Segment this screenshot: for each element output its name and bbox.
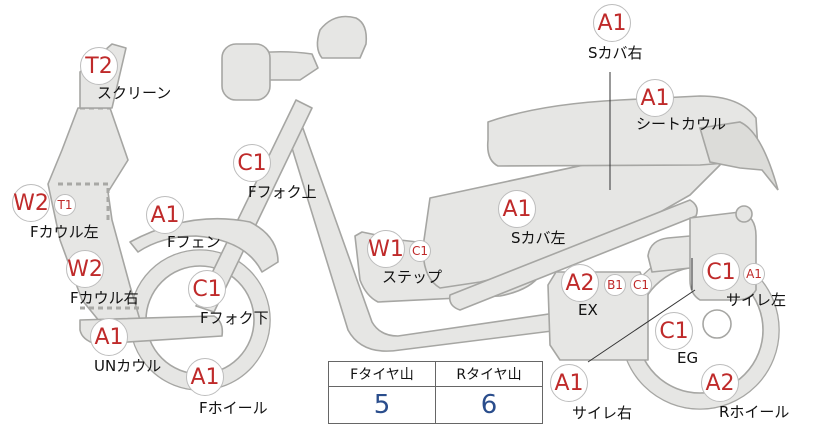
- badge-eg-c1: C1: [655, 312, 693, 350]
- badge-ex-c1: C1: [630, 274, 652, 296]
- badge-screen-t2: T2: [80, 47, 118, 85]
- label-s-cover-left: Sカバ左: [511, 229, 566, 247]
- badge-f-cowl-left-w2: W2: [12, 184, 50, 222]
- cowl-seam-mid: [58, 182, 110, 220]
- label-step: ステップ: [382, 268, 443, 286]
- label-un-cowl: UNカウル: [94, 357, 162, 375]
- badge-r-wheel-a2: A2: [701, 364, 739, 402]
- label-f-fender: Fフェン: [167, 233, 221, 251]
- badge-f-wheel-a1: A1: [186, 358, 224, 396]
- tire-tread-table: Fタイヤ山 Rタイヤ山 5 6: [328, 361, 543, 424]
- label-eg: EG: [677, 349, 699, 367]
- label-screen: スクリーン: [97, 84, 172, 102]
- label-f-wheel: Fホイール: [199, 399, 268, 417]
- rear-tread-value: 6: [435, 386, 543, 424]
- label-s-cover-right: Sカバ右: [588, 44, 643, 62]
- mirror: [316, 15, 368, 59]
- badge-f-fender-a1: A1: [146, 196, 184, 234]
- label-silencer-left: サイレ左: [726, 291, 787, 309]
- label-silencer-right: サイレ右: [572, 404, 633, 422]
- label-seat-cowl: シートカウル: [636, 115, 727, 133]
- headlight: [221, 43, 271, 101]
- badge-silencer-left-c1: C1: [702, 253, 740, 291]
- badge-step-w1: W1: [367, 230, 405, 268]
- label-ex: EX: [578, 301, 598, 319]
- badge-ex-a2: A2: [561, 264, 599, 302]
- label-r-wheel: Rホイール: [719, 403, 790, 421]
- rear-hub: [702, 309, 732, 339]
- badge-silencer-right-a1: A1: [550, 364, 588, 402]
- silencer-end: [735, 205, 753, 223]
- seat: [486, 95, 759, 167]
- badge-f-fork-lower-c1: C1: [188, 270, 226, 308]
- badge-silencer-left-a1: A1: [743, 263, 765, 285]
- leader-silencer-right: [587, 289, 696, 363]
- badge-un-cowl-a1: A1: [90, 318, 128, 356]
- label-f-cowl-right: Fカウル右: [70, 289, 139, 307]
- label-f-fork-lower: Fフォク下: [200, 309, 269, 327]
- badge-s-cover-right-a1: A1: [593, 4, 631, 42]
- badge-f-cowl-left-t1: T1: [54, 194, 76, 216]
- label-f-fork-upper: Fフォク上: [248, 183, 317, 201]
- seat-cowl: [698, 121, 779, 191]
- badge-f-fork-upper-c1: C1: [233, 144, 271, 182]
- badge-s-cover-left-a1: A1: [498, 190, 536, 228]
- label-f-cowl-left: Fカウル左: [30, 223, 99, 241]
- floor-rail: [448, 199, 698, 311]
- badge-step-c1: C1: [409, 240, 431, 262]
- badge-seat-cowl-a1: A1: [636, 79, 674, 117]
- badge-ex-b1: B1: [604, 274, 626, 296]
- front-tread-value: 5: [328, 386, 436, 424]
- rear-tread-header: Rタイヤ山: [435, 361, 543, 387]
- front-tread-header: Fタイヤ山: [328, 361, 436, 387]
- badge-f-cowl-right-w2: W2: [66, 250, 104, 288]
